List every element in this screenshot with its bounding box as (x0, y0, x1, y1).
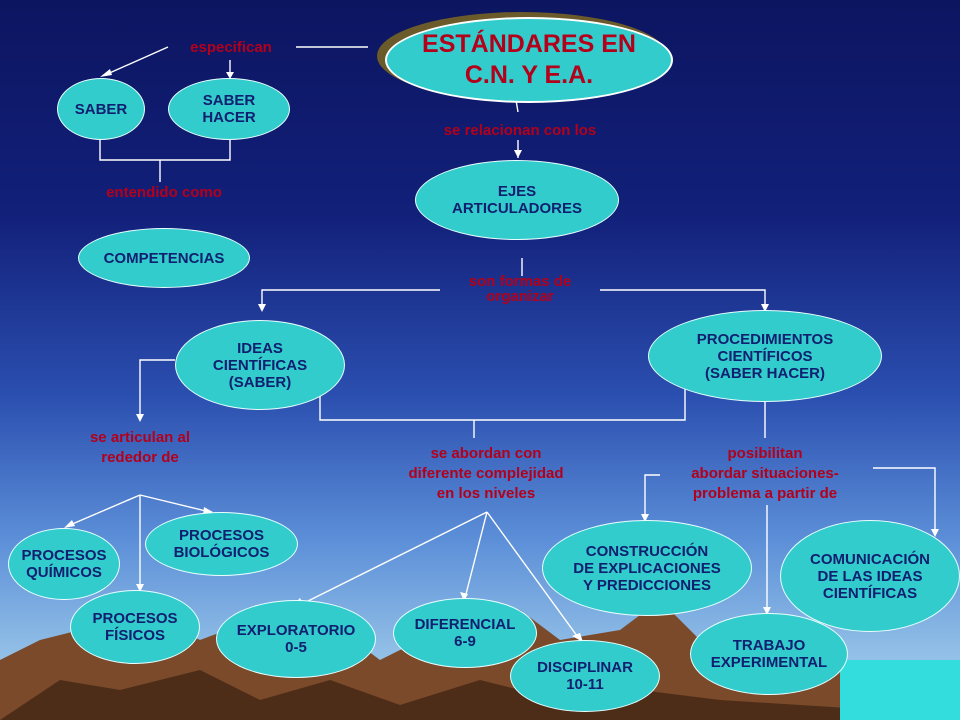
node-saber: SABER (57, 78, 145, 140)
link-entendido-como: entendido como (106, 184, 222, 201)
node-saber-hacer: SABER HACER (168, 78, 290, 140)
node-comunicacion: COMUNICACIÓN DE LAS IDEAS CIENTÍFICAS (780, 520, 960, 632)
water-patch (840, 660, 960, 720)
page-title: ESTÁNDARES EN C.N. Y E.A. (385, 17, 673, 103)
node-procesos-fisicos: PROCESOS FÍSICOS (70, 590, 200, 664)
link-se-articulan: se articulan al rededor de (89, 429, 191, 466)
node-ejes-articuladores: EJES ARTICULADORES (415, 160, 619, 240)
node-procesos-biologicos: PROCESOS BIOLÓGICOS (145, 512, 298, 576)
node-trabajo-experimental: TRABAJO EXPERIMENTAL (690, 613, 848, 695)
node-construccion: CONSTRUCCIÓN DE EXPLICACIONES Y PREDICCI… (542, 520, 752, 616)
node-procedimientos-cientificos: PROCEDIMIENTOS CIENTÍFICOS (SABER HACER) (648, 310, 882, 402)
node-exploratorio: EXPLORATORIO 0-5 (216, 600, 376, 678)
node-diferencial: DIFERENCIAL 6-9 (393, 598, 537, 668)
node-disciplinar: DISCIPLINAR 10-11 (510, 640, 660, 712)
link-se-abordan: se abordan con diferente complejidad en … (408, 445, 564, 502)
node-procesos-quimicos: PROCESOS QUÍMICOS (8, 528, 120, 600)
connector-lines (69, 46, 936, 641)
node-ideas-cientificas: IDEAS CIENTÍFICAS (SABER) (175, 320, 345, 410)
mountain-shade (0, 670, 960, 720)
link-son-formas: son formas de organizar (468, 273, 572, 305)
link-especifican: especifican (190, 39, 272, 56)
link-posibilitan: posibilitan abordar situaciones- problem… (691, 445, 839, 502)
node-competencias: COMPETENCIAS (78, 228, 250, 288)
link-se-relacionan: se relacionan con los (443, 122, 597, 139)
